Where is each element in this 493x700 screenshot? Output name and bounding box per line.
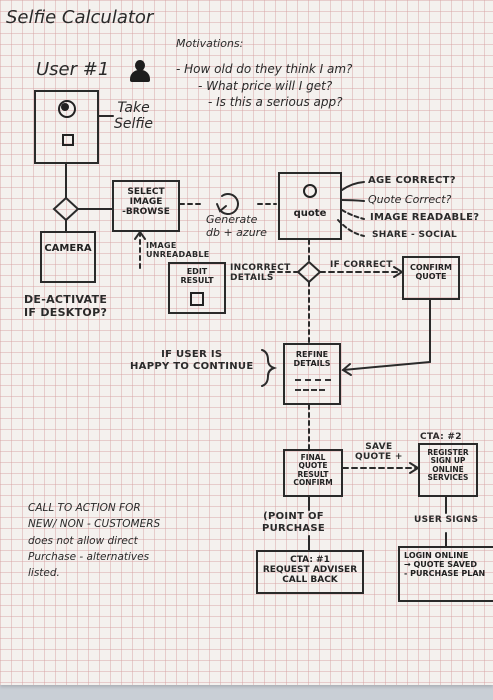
check-item: Quote Correct? — [368, 193, 452, 206]
motivations-heading: Motivations: — [176, 37, 244, 50]
confirm-quote-box: CONFIRM QUOTE — [402, 256, 460, 300]
edit-result-box: EDIT RESULT — [168, 262, 226, 314]
take-selfie-label: Take Selfie — [114, 100, 154, 133]
image-sketch-icon — [190, 292, 204, 306]
user-label: User #1 — [36, 59, 110, 80]
select-image-box: SELECT IMAGE -BROWSE — [112, 180, 180, 232]
check-item: AGE CORRECT? — [368, 175, 456, 186]
incorrect-details-label: INCORRECT DETAILS — [230, 263, 291, 284]
quote-box: quote — [278, 172, 342, 240]
save-quote-label: SAVE quote + — [355, 442, 403, 463]
camera-flash-icon — [58, 100, 76, 118]
motivation-item: - How old do they think I am? — [176, 62, 353, 76]
shutter-button-sketch — [62, 134, 74, 146]
motivation-item: - What price will I get? — [198, 79, 333, 93]
generate-label: Generate db + azure — [206, 213, 267, 239]
check-item: SHARE - SOCIAL — [372, 230, 458, 240]
final-quote-box: FINAL QUOTE RESULT CONFIRM — [283, 449, 343, 497]
check-item: IMAGE READABLE? — [370, 212, 480, 223]
refine-details-box: REFINE DETAILS — [283, 343, 341, 405]
motivation-item: - Is this a serious app? — [208, 95, 343, 109]
login-box: LOGIN ONLINE → QUOTE SAVED - PURCHASE PL… — [398, 546, 493, 602]
image-unreadable-label: IMAGE UNREADABLE — [146, 241, 210, 260]
flow-connectors — [52, 115, 447, 551]
if-user-happy-label: IF USER IS HAPPY TO CONTINUE — [130, 349, 254, 372]
notebook-page: Selfie Calculator User #1 Motivations: -… — [0, 0, 493, 685]
cta2-label: CTA: #2 — [420, 432, 462, 442]
cta1-box: CTA: #1 REQUEST ADVISER CALL BACK — [256, 550, 364, 594]
point-of-purchase-label: (POINT OF PURCHASE — [262, 511, 326, 534]
page-title: Selfie Calculator — [6, 7, 154, 28]
if-correct-label: IF CORRECT — [330, 260, 393, 270]
cta-note: CALL TO ACTION FOR NEW/ NON - CUSTOMERS … — [28, 502, 161, 580]
user-avatar-icon — [130, 60, 150, 82]
phone-screen-sketch — [34, 90, 99, 164]
register-box: REGISTER SIGN UP ONLINE SERVICES — [418, 443, 478, 497]
face-icon — [303, 184, 317, 198]
deactivate-note: DE-ACTIVATE IF DESKTOP? — [24, 293, 108, 319]
user-signs-label: USER SIGNS — [414, 515, 479, 525]
camera-box: CAMERA — [40, 231, 96, 283]
